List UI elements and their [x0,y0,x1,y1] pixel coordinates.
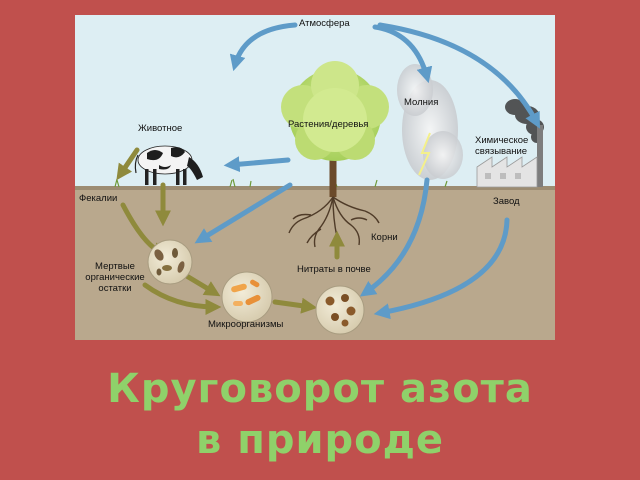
label-plants: Растения/деревья [288,119,369,130]
factory-icon [476,125,543,188]
arrow-plants-to-animal [223,156,291,173]
arrow-atmosphere-to-factory [377,22,540,129]
arrow-remains-to-microorganisms [182,272,221,297]
diagram-artwork [75,15,555,340]
dead-remains-circle-icon [147,239,193,285]
arrow-remains-low-to-microorganisms [142,282,222,315]
arrow-atmosphere-from-plants [229,22,298,72]
arrow-factory-to-nitrates [373,217,510,320]
label-factory: Завод [493,196,520,207]
arrow-lightning-to-nitrates [359,177,430,297]
storm-cloud-icon [397,64,463,180]
label-dead-remains: Мертвые органические остатки [85,261,145,294]
ground-line [75,186,555,190]
label-roots: Корни [371,232,398,243]
arrow-animal-to-feces [116,147,140,181]
label-microorganisms: Микроорганизмы [208,319,284,330]
arrow-atmosphere-to-lightning [372,24,433,84]
nitrogen-cycle-diagram: Атмосфера Растения/деревья Молния Животн… [75,15,555,340]
arrow-microorganisms-to-nitrates [272,297,318,314]
nitrates-circle-icon [315,285,365,335]
label-chemical-binding: Химическое связывание [475,135,529,157]
arrow-plants-to-remains [194,182,293,244]
label-animal: Животное [138,123,183,134]
tree-crown-icon [281,61,389,161]
slide-title-line-1: Круговорот азота [107,366,533,412]
roots-icon [288,196,380,248]
label-lightning: Молния [404,97,439,108]
lightning-bolt-icon [418,132,431,176]
label-nitrates: Нитраты в почве [297,264,371,275]
slide-title-line-2: в природе [195,417,445,463]
label-feces: Фекалии [79,193,118,204]
label-atmosphere: Атмосфера [299,18,350,29]
cow-icon [134,145,203,185]
microorganisms-circle-icon [221,271,273,323]
